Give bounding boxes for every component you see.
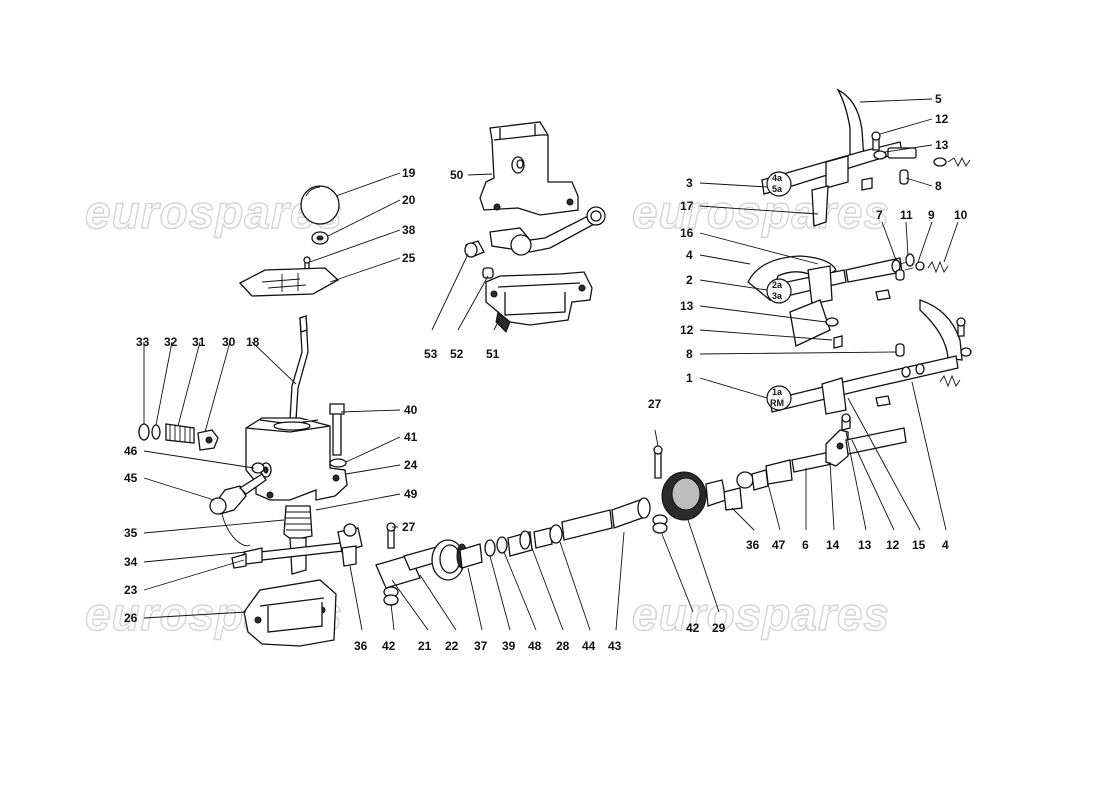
callout-label: 43 bbox=[608, 639, 622, 653]
callout-label: 26 bbox=[124, 611, 138, 625]
callout-label: 11 bbox=[900, 208, 913, 222]
gear-lever-assembly bbox=[138, 185, 363, 647]
shift-tower-assembly bbox=[464, 121, 606, 333]
callout-label: 27 bbox=[402, 520, 416, 534]
gear-badge-2-3-bottom: 3a bbox=[772, 291, 783, 301]
gear-badge-1-rm-top: 1a bbox=[772, 387, 783, 397]
callout-label: 52 bbox=[450, 347, 464, 361]
callout-label: 13 bbox=[935, 138, 949, 152]
callout-label: 31 bbox=[192, 335, 206, 349]
callout-label: 12 bbox=[680, 323, 694, 337]
callout-label: 16 bbox=[680, 226, 694, 240]
callout-label: 6 bbox=[802, 538, 809, 552]
leader-lines bbox=[143, 98, 959, 631]
callout-label: 48 bbox=[528, 639, 542, 653]
callout-label: 4 bbox=[686, 248, 693, 262]
gear-badge-1-rm-bottom: RM bbox=[770, 398, 784, 408]
callout-label: 18 bbox=[246, 335, 260, 349]
gear-badge-2-3-top: 2a bbox=[772, 280, 783, 290]
callout-label: 44 bbox=[582, 639, 596, 653]
callout-label: 9 bbox=[928, 208, 935, 222]
callout-label: 42 bbox=[686, 621, 700, 635]
callout-label: 8 bbox=[686, 347, 693, 361]
callout-label: 35 bbox=[124, 526, 138, 540]
gear-badge-4-5-bottom: 5a bbox=[772, 184, 783, 194]
callout-label: 24 bbox=[404, 458, 418, 472]
callout-label: 51 bbox=[486, 347, 500, 361]
callout-label: 12 bbox=[935, 112, 949, 126]
callout-label: 49 bbox=[404, 487, 418, 501]
callout-labels: 5 12 13 3 8 17 7 11 9 10 16 4 2 13 12 8 … bbox=[124, 92, 968, 653]
callout-label: 38 bbox=[402, 223, 416, 237]
gear-badge-4-5-top: 4a bbox=[772, 173, 783, 183]
callout-label: 20 bbox=[402, 193, 416, 207]
callout-label: 7 bbox=[876, 208, 883, 222]
callout-label: 33 bbox=[136, 335, 150, 349]
callout-label: 5 bbox=[935, 92, 942, 106]
callout-label: 47 bbox=[772, 538, 786, 552]
callout-label: 45 bbox=[124, 471, 138, 485]
watermark-top-left: eurospares bbox=[85, 186, 343, 238]
callout-label: 15 bbox=[912, 538, 926, 552]
watermark-bottom-right: eurospares bbox=[632, 588, 890, 640]
callout-label: 37 bbox=[474, 639, 488, 653]
callout-label: 8 bbox=[935, 179, 942, 193]
callout-label: 2 bbox=[686, 273, 693, 287]
callout-label: 4 bbox=[942, 538, 949, 552]
callout-label: 17 bbox=[680, 199, 694, 213]
callout-label: 1 bbox=[686, 371, 693, 385]
callout-label: 42 bbox=[382, 639, 396, 653]
callout-label: 21 bbox=[418, 639, 432, 653]
callout-label: 25 bbox=[402, 251, 416, 265]
callout-label: 23 bbox=[124, 583, 138, 597]
gear-badge-2-3 bbox=[766, 278, 792, 304]
callout-label: 19 bbox=[402, 166, 416, 180]
callout-label: 10 bbox=[954, 208, 968, 222]
callout-label: 12 bbox=[886, 538, 900, 552]
callout-label: 53 bbox=[424, 347, 438, 361]
callout-label: 28 bbox=[556, 639, 570, 653]
watermark-top-right: eurospares bbox=[632, 186, 890, 238]
gear-badge-4-5 bbox=[766, 171, 792, 197]
callout-label: 34 bbox=[124, 555, 138, 569]
callout-label: 13 bbox=[680, 299, 694, 313]
callout-label: 14 bbox=[826, 538, 840, 552]
callout-label: 32 bbox=[164, 335, 178, 349]
callout-label: 40 bbox=[404, 403, 418, 417]
callout-label: 36 bbox=[354, 639, 368, 653]
callout-label: 27 bbox=[648, 397, 662, 411]
callout-label: 22 bbox=[445, 639, 459, 653]
callout-label: 41 bbox=[404, 430, 418, 444]
selector-fork-assembly: 4a 5a 2a 3a 1a RM bbox=[747, 88, 972, 431]
callout-label: 29 bbox=[712, 621, 726, 635]
callout-label: 36 bbox=[746, 538, 760, 552]
callout-label: 50 bbox=[450, 168, 464, 182]
shift-rod-assembly bbox=[375, 427, 907, 606]
callout-label: 13 bbox=[858, 538, 872, 552]
callout-label: 3 bbox=[686, 176, 693, 190]
callout-label: 39 bbox=[502, 639, 516, 653]
callout-label: 46 bbox=[124, 444, 138, 458]
callout-label: 30 bbox=[222, 335, 236, 349]
